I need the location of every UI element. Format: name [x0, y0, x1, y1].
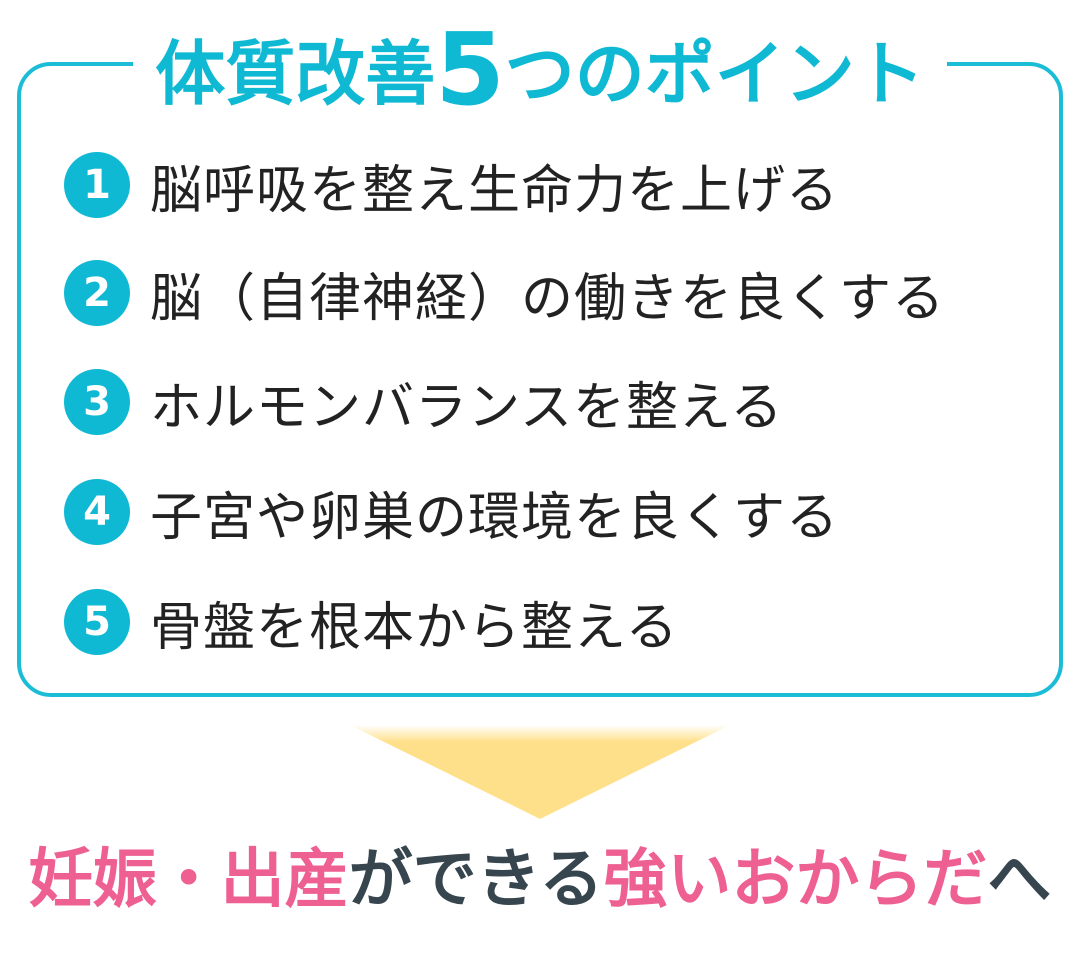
point-text: 骨盤を根本から整える [150, 597, 679, 658]
list-item: 1 脳呼吸を整え生命力を上げる [64, 150, 840, 221]
number-badge: 1 [64, 152, 130, 218]
number-badge: 3 [64, 369, 130, 435]
list-item: 4 子宮や卵巣の環境を良くする [64, 477, 840, 548]
title-prefix: 体質改善 [155, 33, 436, 115]
point-text: 脳（自律神経）の働きを良くする [150, 268, 946, 329]
down-arrow-icon [350, 725, 730, 819]
point-text: 子宮や卵巣の環境を良くする [150, 487, 840, 548]
conclusion-part: 妊娠・出産 [28, 843, 349, 917]
list-item: 5 骨盤を根本から整える [64, 587, 679, 658]
point-text: 脳呼吸を整え生命力を上げる [150, 160, 840, 221]
list-item: 3 ホルモンバランスを整える [64, 367, 784, 438]
page-title: 体質改善5つのポイント [0, 20, 1080, 124]
list-item: 2 脳（自律神経）の働きを良くする [64, 258, 946, 329]
conclusion-part: 強いおからだ [603, 843, 988, 917]
conclusion-part: へ [987, 843, 1052, 917]
title-suffix: つのポイント [504, 33, 925, 115]
point-text: ホルモンバランスを整える [150, 377, 784, 438]
title-number: 5 [435, 11, 505, 128]
number-badge: 4 [64, 479, 130, 545]
conclusion-text: 妊娠・出産ができる強いおからだへ [0, 840, 1080, 920]
number-badge: 5 [64, 589, 130, 655]
conclusion-part: ができる [348, 843, 604, 917]
number-badge: 2 [64, 260, 130, 326]
